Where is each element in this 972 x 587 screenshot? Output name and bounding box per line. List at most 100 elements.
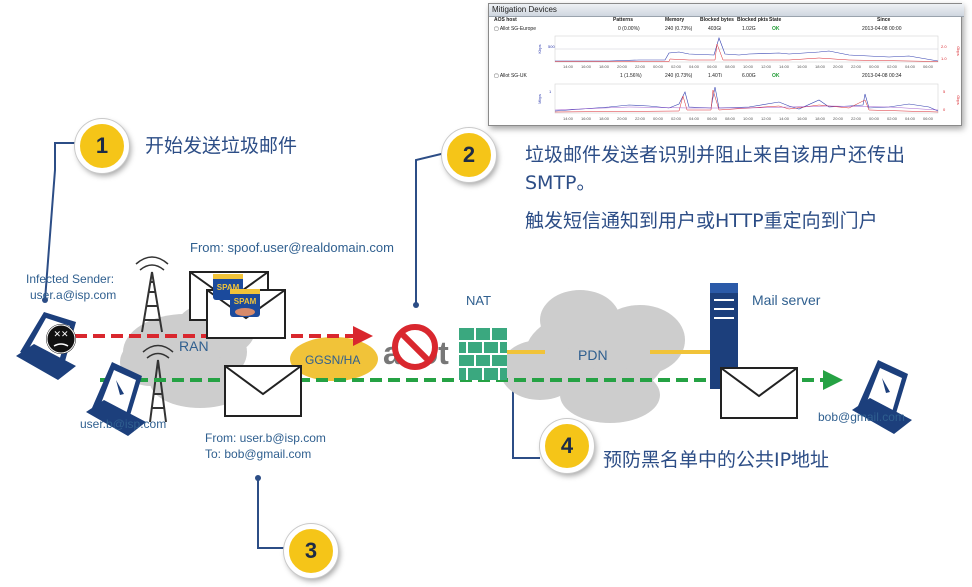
row1-since: 2013-04-08 00:00 <box>862 26 902 32</box>
row1-blocked-bytes: 403Gi <box>708 26 722 32</box>
ggsn-node <box>290 337 378 381</box>
row1-blocked-pkts: 1.02G <box>742 26 756 32</box>
header-state: State <box>769 17 782 23</box>
graph2-left-tick: 1 <box>549 89 552 94</box>
row1-memory: 240 (0.73%) <box>665 26 693 32</box>
step-3-badge: 3 <box>284 524 338 578</box>
svg-text:22:00: 22:00 <box>851 64 862 69</box>
pdn-cloud <box>500 290 685 423</box>
graph1-left-tick: 500 <box>548 44 555 49</box>
svg-text:02:00: 02:00 <box>671 116 682 121</box>
row2-memory: 240 (0.73%) <box>665 73 693 79</box>
svg-text:18:00: 18:00 <box>815 64 826 69</box>
graph2-right-tick-b: 0 <box>943 107 946 112</box>
graph1-x-ticks: 14:00 16:00 18:00 20:00 22:00 00:00 02:00 04:00… <box>563 64 934 69</box>
panel-title: Mitigation Devices <box>489 4 964 17</box>
svg-text:14:00: 14:00 <box>563 64 574 69</box>
step-4-badge: 4 <box>540 419 594 473</box>
graph1-left-axis-label: Kbps <box>537 44 542 53</box>
connector-step3-dot <box>255 475 261 481</box>
svg-text:06:00: 06:00 <box>923 116 934 121</box>
step-2-text-line2: SMTP。 <box>525 172 596 194</box>
spoof-from-label: From: spoof.user@realdomain.com <box>190 240 394 255</box>
to-bob-label: To: bob@gmail.com <box>205 447 312 461</box>
row1-patterns: 0 (0.00%) <box>618 26 640 32</box>
nat-firewall-icon <box>459 328 507 380</box>
row2-blocked-pkts: 6.00G <box>742 73 756 79</box>
svg-text:08:00: 08:00 <box>725 64 736 69</box>
row2-blocked-bytes: 1.40Ti <box>708 73 722 79</box>
header-since: Since <box>877 17 891 23</box>
graph2-left-axis-label: Mbps <box>537 94 542 104</box>
svg-text:18:00: 18:00 <box>815 116 826 121</box>
svg-text:22:00: 22:00 <box>635 64 646 69</box>
header-blocked-bytes: Blocked bytes <box>700 17 734 23</box>
header-memory: Memory <box>665 17 685 23</box>
svg-text:✕✕: ✕✕ <box>53 330 68 340</box>
header-aos-host: AOS host <box>494 17 517 23</box>
svg-text:18:00: 18:00 <box>599 116 610 121</box>
pdn-label: PDN <box>578 347 608 363</box>
row2-state: OK <box>772 73 780 79</box>
bob-label: bob@gmail.com <box>818 410 905 424</box>
header-blocked-pkts: Blocked pkts <box>737 17 769 23</box>
svg-text:16:00: 16:00 <box>581 116 592 121</box>
user-b-label: user.b@isp.com <box>80 417 167 431</box>
infected-sender-email: user.a@isp.com <box>30 288 117 302</box>
row1-host: ▢ Allot SG-Europe <box>494 26 536 32</box>
spam-can-icon: SPAM SPAM <box>213 274 260 317</box>
mail-envelope-delivered <box>720 367 798 419</box>
svg-text:SPAM: SPAM <box>217 283 240 292</box>
svg-text:04:00: 04:00 <box>905 116 916 121</box>
row2-since: 2013-04-08 00:34 <box>862 73 902 79</box>
nat-label: NAT <box>466 293 491 308</box>
graph2-right-axis-label: Gbps <box>956 95 961 105</box>
mitigation-devices-panel: Mitigation Devices AOS host Patterns Mem… <box>488 3 964 126</box>
graph2-right-tick-a: 5 <box>943 89 946 94</box>
svg-text:20:00: 20:00 <box>617 64 628 69</box>
user-b-laptop-icon <box>86 362 146 436</box>
mail-envelope-user-b <box>224 365 302 417</box>
svg-text:16:00: 16:00 <box>797 64 808 69</box>
row2-patterns: 1 (1.56%) <box>620 73 642 79</box>
svg-text:12:00: 12:00 <box>761 64 772 69</box>
connector-step3 <box>257 478 288 549</box>
svg-text:02:00: 02:00 <box>887 116 898 121</box>
svg-text:10:00: 10:00 <box>743 64 754 69</box>
infected-laptop-icon: ✕✕ <box>16 312 76 380</box>
step-2-text-line3: 触发短信通知到用户或HTTP重定向到门户 <box>525 210 878 232</box>
svg-text:00:00: 00:00 <box>869 64 880 69</box>
ggsn-label: GGSN/HA <box>305 353 360 367</box>
step-1-badge: 1 <box>75 119 129 173</box>
svg-text:12:00: 12:00 <box>761 116 772 121</box>
block-icon <box>392 324 438 370</box>
svg-text:02:00: 02:00 <box>671 64 682 69</box>
svg-text:20:00: 20:00 <box>833 64 844 69</box>
ran-label: RAN <box>179 338 209 354</box>
step-2-text-line1: 垃圾邮件发送者识别并阻止来自该用户还传出 <box>525 144 906 166</box>
graph1-right-tick-a: 2.0 <box>941 44 947 49</box>
svg-text:14:00: 14:00 <box>779 64 790 69</box>
connector-step2-dot <box>413 302 419 308</box>
svg-text:18:00: 18:00 <box>599 64 610 69</box>
step-4-text: 预防黑名单中的公共IP地址 <box>603 449 830 471</box>
cell-tower-top <box>135 256 169 333</box>
graph1-right-axis-label: Gbps <box>956 46 961 56</box>
svg-text:20:00: 20:00 <box>617 116 628 121</box>
svg-text:06:00: 06:00 <box>923 64 934 69</box>
svg-text:20:00: 20:00 <box>833 116 844 121</box>
step-2-badge: 2 <box>442 128 496 182</box>
infected-sender-label: Infected Sender: <box>26 272 115 286</box>
header-patterns: Patterns <box>613 17 634 23</box>
connector-step1-dot <box>42 297 48 303</box>
svg-text:04:00: 04:00 <box>905 64 916 69</box>
step-1-text: 开始发送垃圾邮件 <box>145 135 298 157</box>
svg-text:06:00: 06:00 <box>707 64 718 69</box>
bob-laptop-icon <box>852 360 912 434</box>
svg-text:16:00: 16:00 <box>581 64 592 69</box>
svg-text:SPAM: SPAM <box>234 297 257 306</box>
svg-text:16:00: 16:00 <box>797 116 808 121</box>
